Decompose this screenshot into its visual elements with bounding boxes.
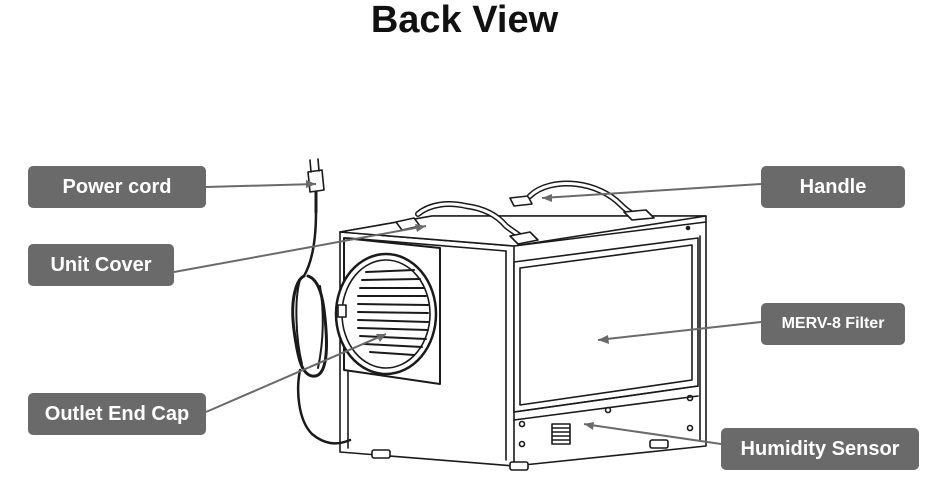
- label-unit-cover: Unit Cover: [28, 244, 174, 286]
- arrowhead-humidity-sensor: [584, 422, 594, 430]
- humidity-sensor-grille: [513, 394, 699, 448]
- handle-rear: [509, 180, 655, 221]
- leader-handle: [541, 183, 762, 199]
- arrowhead-outlet-end-cap: [376, 334, 386, 342]
- leader-merv-filter: [597, 321, 762, 341]
- label-power-cord: Power cord: [28, 166, 206, 208]
- merv-8-filter: [513, 225, 701, 441]
- arrowhead-merv-filter: [598, 335, 609, 344]
- leader-outlet-end-cap: [205, 333, 387, 413]
- leader-humidity-sensor: [583, 423, 722, 445]
- label-humidity-sensor: Humidity Sensor: [721, 428, 919, 470]
- arrowhead-handle: [542, 194, 552, 202]
- page-title: Back View: [370, 0, 559, 41]
- arrowhead-unit-cover: [415, 224, 426, 232]
- leader-power-cord: [205, 183, 317, 188]
- unit-feet: [371, 439, 669, 471]
- label-outlet-end-cap: Outlet End Cap: [28, 393, 206, 435]
- arrowhead-power-cord: [306, 180, 316, 188]
- label-merv-8-filter: MERV-8 Filter: [761, 303, 905, 345]
- leader-unit-cover: [173, 225, 427, 273]
- outlet-end-cap: [334, 237, 441, 385]
- power-cord: [291, 158, 352, 445]
- label-handle: Handle: [761, 166, 905, 208]
